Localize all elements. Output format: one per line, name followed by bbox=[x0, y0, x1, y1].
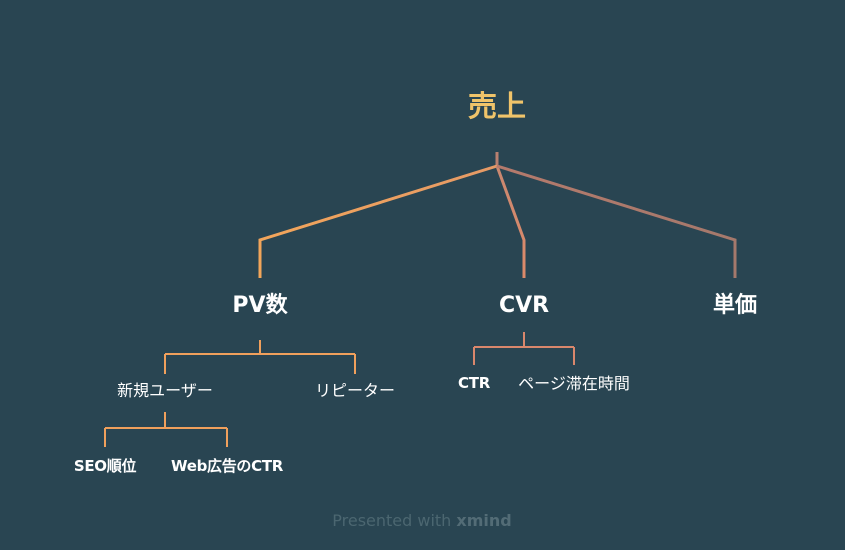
xmind-logo-text: xmind bbox=[456, 511, 512, 530]
subtopic-page-dwell-time[interactable]: ページ滞在時間 bbox=[518, 374, 630, 393]
subtopic-seo-rank[interactable]: SEO順位 bbox=[73, 457, 137, 475]
footer-credit: Presented with xmind bbox=[332, 511, 511, 530]
subtopic-ctr[interactable]: CTR bbox=[458, 374, 490, 392]
connector-root-cvr bbox=[495, 165, 526, 278]
connector-root-price bbox=[496, 164, 737, 278]
footer-prefix: Presented with bbox=[332, 511, 452, 530]
bracket-newuser-children bbox=[104, 412, 228, 447]
subtopic-repeaters[interactable]: リピーター bbox=[314, 381, 396, 400]
bracket-cvr-children bbox=[473, 332, 575, 365]
topic-pv[interactable]: PV数 bbox=[232, 293, 288, 318]
connector-root-pv bbox=[258, 164, 498, 278]
bracket-pv-children bbox=[164, 340, 356, 374]
subtopic-new-users[interactable]: 新規ユーザー bbox=[117, 381, 213, 400]
topic-price[interactable]: 単価 bbox=[712, 293, 758, 318]
root-topic[interactable]: 売上 bbox=[467, 89, 527, 123]
topic-cvr[interactable]: CVR bbox=[498, 293, 550, 318]
subtopic-web-ad-ctr[interactable]: Web広告のCTR bbox=[170, 457, 284, 475]
